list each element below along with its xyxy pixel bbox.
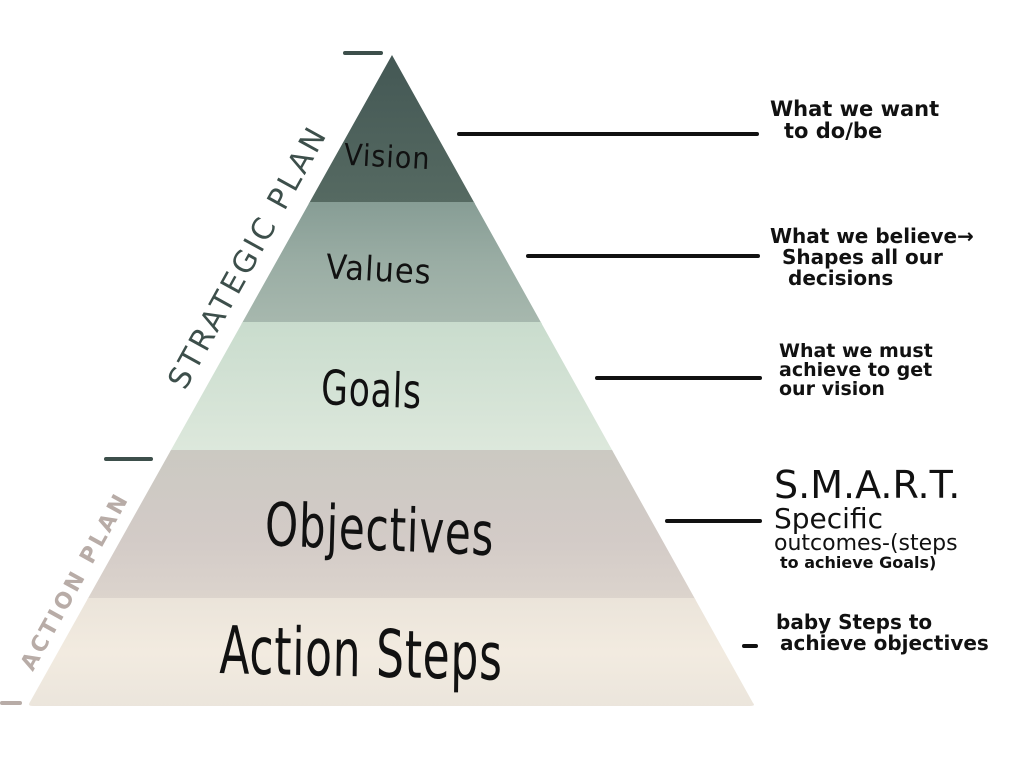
note-action-steps: baby Steps to achieve objectives bbox=[776, 612, 989, 654]
note-objectives-line-1: Specific bbox=[774, 502, 883, 535]
strategic-plan-top-tick bbox=[343, 51, 383, 55]
layer-band-action-steps bbox=[29, 598, 754, 706]
note-goals-line-1: What we must bbox=[779, 340, 933, 362]
layer-label-vision: Vision bbox=[343, 137, 432, 178]
note-values-line-2: Shapes all our bbox=[782, 245, 943, 269]
note-values-line-1: What we believe→ bbox=[770, 224, 974, 248]
note-objectives-title: S.M.A.R.T. bbox=[774, 463, 961, 507]
action-plan-bottom-tick bbox=[0, 701, 22, 705]
note-goals: What we must achieve to get our vision bbox=[779, 342, 933, 399]
note-action-steps-line-2: achieve objectives bbox=[780, 631, 989, 655]
strategic-plan-bottom-tick bbox=[104, 457, 153, 461]
note-goals-line-3: our vision bbox=[779, 378, 885, 400]
note-action-steps-line-1: baby Steps to bbox=[776, 610, 933, 634]
note-objectives: S.M.A.R.T. Specific outcomes-(steps to a… bbox=[774, 466, 960, 571]
layer-label-objectives: Objectives bbox=[264, 490, 496, 571]
leader-line-objectives bbox=[665, 519, 762, 523]
note-values-line-3: decisions bbox=[788, 266, 894, 290]
leader-line-values bbox=[526, 254, 760, 258]
note-values: What we believe→ Shapes all our decision… bbox=[770, 226, 974, 289]
leader-line-vision bbox=[457, 132, 759, 136]
note-objectives-line-2: outcomes-(steps bbox=[774, 531, 958, 557]
note-goals-line-2: achieve to get bbox=[779, 359, 933, 381]
note-vision-line-1: What we want bbox=[770, 97, 940, 121]
layer-label-values: Values bbox=[325, 247, 433, 293]
leader-line-goals bbox=[595, 376, 762, 380]
leader-line-action-steps bbox=[742, 644, 758, 648]
layer-label-action-steps: Action Steps bbox=[219, 612, 504, 696]
note-objectives-line-3: to achieve Goals) bbox=[780, 553, 937, 573]
layer-label-goals: Goals bbox=[320, 360, 423, 421]
note-vision: What we want to do/be bbox=[770, 98, 939, 142]
note-vision-line-2: to do/be bbox=[784, 119, 883, 144]
